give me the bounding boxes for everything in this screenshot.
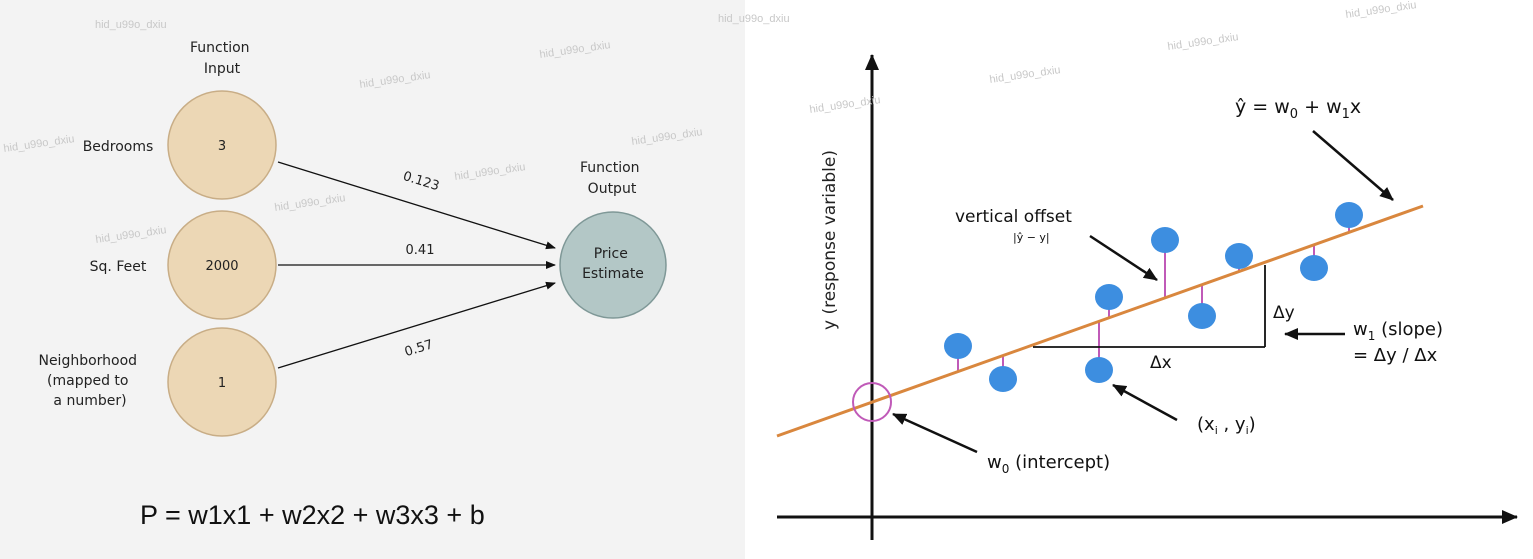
input-node-neighborhood: 1 [167,327,277,437]
data-point [989,366,1017,392]
neural-network-panel: Function Input Function Output 0.123 0.4… [0,0,745,559]
vertical-offset-arrow [1089,234,1158,282]
data-point [1300,255,1328,281]
linear-formula: P = w1x1 + w2x2 + w3x3 + b [140,500,485,530]
y-axis-label: y (response variable) [820,150,840,330]
delta-y-label: Δy [1273,303,1295,323]
equation-arrow [1312,130,1394,201]
eq-equals: = w [1252,96,1290,118]
data-point [1151,227,1179,253]
slope-label: w1 (slope) [1353,319,1443,343]
weight-bedrooms: 0.123 [401,169,441,194]
data-point [1188,303,1216,329]
weight-neighborhood: 0.57 [403,337,435,360]
regression-line [776,204,1424,438]
eq-x: x [1350,96,1361,118]
regression-equation: ŷ = w0 + w1x [1235,96,1361,122]
data-point [1095,284,1123,310]
eq-plus: + w [1298,96,1342,118]
input-label-neighborhood: Neighborhood (mapped to a number) [38,353,141,409]
intercept-label: w0 (intercept) [987,452,1110,476]
input-label-sqfeet: Sq. Feet [90,259,147,275]
linear-regression-diagram: y (response variable) ŷ = w0 + w1x verti… [776,54,1518,540]
input-value-neighborhood: 1 [218,376,226,391]
input-value-sqfeet: 2000 [205,259,238,274]
output-node-label: Price Estimate [582,246,644,282]
linear-regression-panel: y (response variable) ŷ = w0 + w1x verti… [745,0,1533,559]
data-point [1085,357,1113,383]
neural-network-diagram: Function Input Function Output 0.123 0.4… [38,40,667,437]
input-value-bedrooms: 3 [218,139,226,154]
slope-formula: = Δy / Δx [1353,345,1438,366]
output-node: Price Estimate [559,211,667,319]
weight-sqfeet: 0.41 [406,243,435,258]
input-node-bedrooms: 3 [167,90,277,200]
eq-sub1: 1 [1342,107,1350,122]
edge-bedrooms [277,161,556,250]
y-hat-symbol: ŷ [1235,96,1246,118]
delta-x-label: Δx [1150,353,1172,373]
eq-sub0: 0 [1290,107,1298,122]
edge-neighborhood [277,281,556,369]
data-point [1335,202,1363,228]
vertical-offset-formula: |ŷ − y| [1013,231,1050,244]
intercept-marker [852,382,892,422]
intercept-arrow [892,412,978,454]
input-label-bedrooms: Bedrooms [83,139,154,155]
data-points [944,202,1363,392]
data-point [944,333,972,359]
input-node-sqfeet: 2000 [167,210,277,320]
point-label: (xi , yi) [1197,414,1256,437]
data-point [1225,243,1253,269]
vertical-offset-label: vertical offset [955,207,1072,227]
input-header: Function Input [190,40,254,77]
output-header: Function Output [580,160,644,197]
point-arrow [1112,383,1178,422]
